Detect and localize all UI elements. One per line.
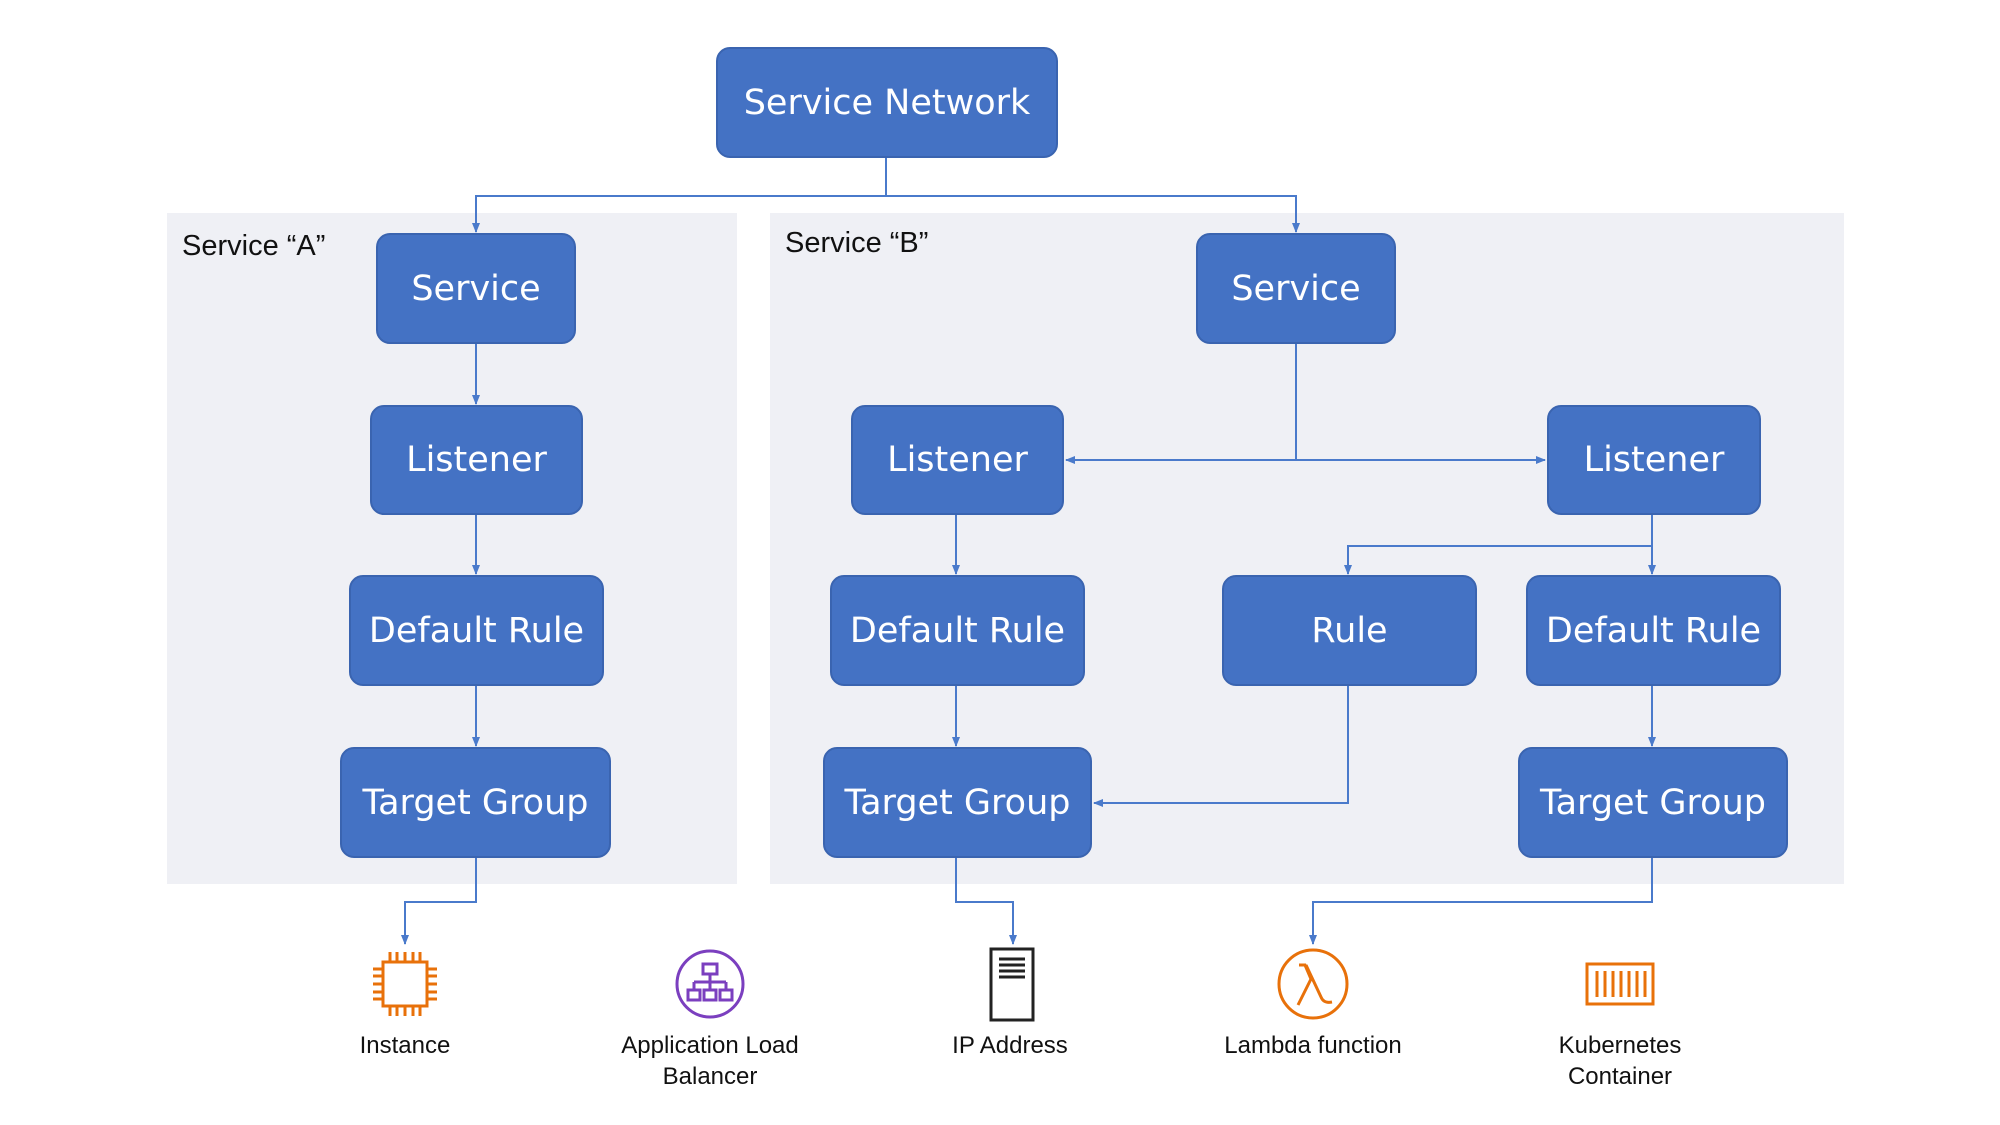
service-b-listener-left-node[interactable]: Listener [851, 405, 1064, 515]
edge-b-right-listener-to-rule [1344, 545, 1652, 575]
kubernetes-container-label: Kubernetes Container [1558, 1032, 1682, 1090]
lambda-icon [1276, 947, 1350, 1021]
lambda-function-label: Lambda function [1224, 1032, 1402, 1059]
load-balancer-icon [674, 948, 746, 1020]
instance-label: Instance [359, 1032, 451, 1059]
edge-network-to-b-service [886, 195, 1300, 233]
chip-icon [368, 947, 442, 1021]
service-a-target-group-node[interactable]: Target Group [340, 747, 611, 858]
container-icon [1585, 962, 1655, 1006]
service-b-listener-right-node[interactable]: Listener [1547, 405, 1761, 515]
edge-b-left-target-group-to-ip [955, 858, 1017, 945]
server-icon [989, 947, 1035, 1022]
service-b-default-rule-left-node[interactable]: Default Rule [830, 575, 1085, 686]
service-a-default-rule-node[interactable]: Default Rule [349, 575, 604, 686]
service-a-service-node[interactable]: Service [376, 233, 576, 344]
service-network-node[interactable]: Service Network [716, 47, 1058, 158]
edge-b-right-target-group-to-lambda [1309, 858, 1653, 945]
service-b-rule-node[interactable]: Rule [1222, 575, 1477, 686]
service-a-label: Service “A” [182, 230, 326, 262]
service-b-default-rule-right-node[interactable]: Default Rule [1526, 575, 1781, 686]
service-a-listener-node[interactable]: Listener [370, 405, 583, 515]
service-b-service-node[interactable]: Service [1196, 233, 1396, 344]
edge-network-to-a-service [472, 158, 887, 233]
service-b-target-group-left-node[interactable]: Target Group [823, 747, 1092, 858]
ip-address-label: IP Address [952, 1032, 1068, 1059]
alb-label: Application Load Balancer [621, 1032, 799, 1090]
service-b-label: Service “B” [785, 227, 929, 259]
edge-b-rule-to-left-target-group [1093, 686, 1349, 807]
service-b-target-group-right-node[interactable]: Target Group [1518, 747, 1788, 858]
edge-a-target-group-to-instance [401, 858, 477, 945]
